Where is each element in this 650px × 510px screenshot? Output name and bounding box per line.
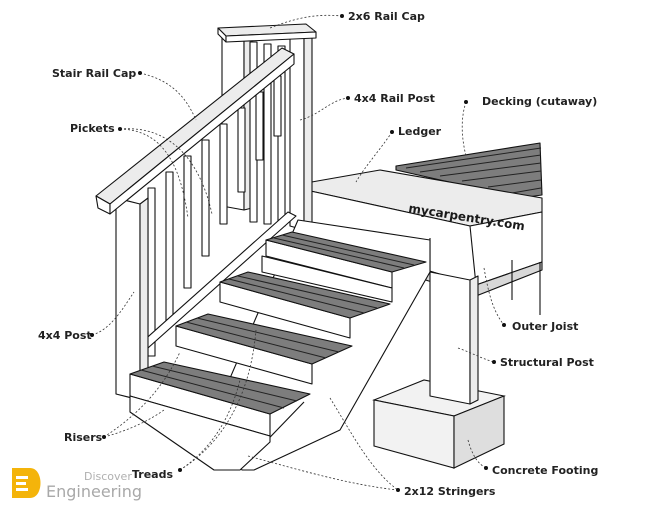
logo-text-engineering: Engineering	[46, 482, 142, 501]
logo-text-discover: Discover	[84, 470, 132, 483]
label-risers: Risers	[64, 431, 103, 444]
rail-cap-2x6	[217, 23, 317, 43]
label-rail-cap-2x6: 2x6 Rail Cap	[348, 10, 425, 23]
label-stringers: 2x12 Stringers	[404, 485, 496, 498]
label-concrete-footing: Concrete Footing	[492, 464, 598, 477]
discover-engineering-logo: Discover Engineering	[12, 468, 142, 501]
label-decking: Decking (cutaway)	[482, 95, 597, 108]
labels: 2x6 Rail Cap Stair Rail Cap 4x4 Rail Pos…	[38, 10, 598, 498]
label-rail-post-4x4: 4x4 Rail Post	[354, 92, 435, 105]
label-post-4x4: 4x4 Post	[38, 329, 92, 342]
label-treads: Treads	[132, 468, 173, 481]
stair-pickets	[147, 75, 282, 357]
leader-lines	[90, 14, 506, 492]
structural-post	[429, 271, 479, 405]
label-outer-joist: Outer Joist	[512, 320, 578, 333]
label-stair-rail-cap: Stair Rail Cap	[52, 67, 136, 80]
decking-boards	[395, 142, 543, 199]
step-3	[219, 255, 393, 339]
logo-mark-icon	[12, 468, 41, 498]
concrete-footing	[372, 379, 506, 469]
step-2	[175, 313, 353, 385]
label-ledger: Ledger	[398, 125, 442, 138]
label-pickets: Pickets	[70, 122, 115, 135]
label-structural-post: Structural Post	[500, 356, 594, 369]
front-stringer	[129, 395, 271, 471]
stair-rail-cap	[95, 47, 295, 215]
